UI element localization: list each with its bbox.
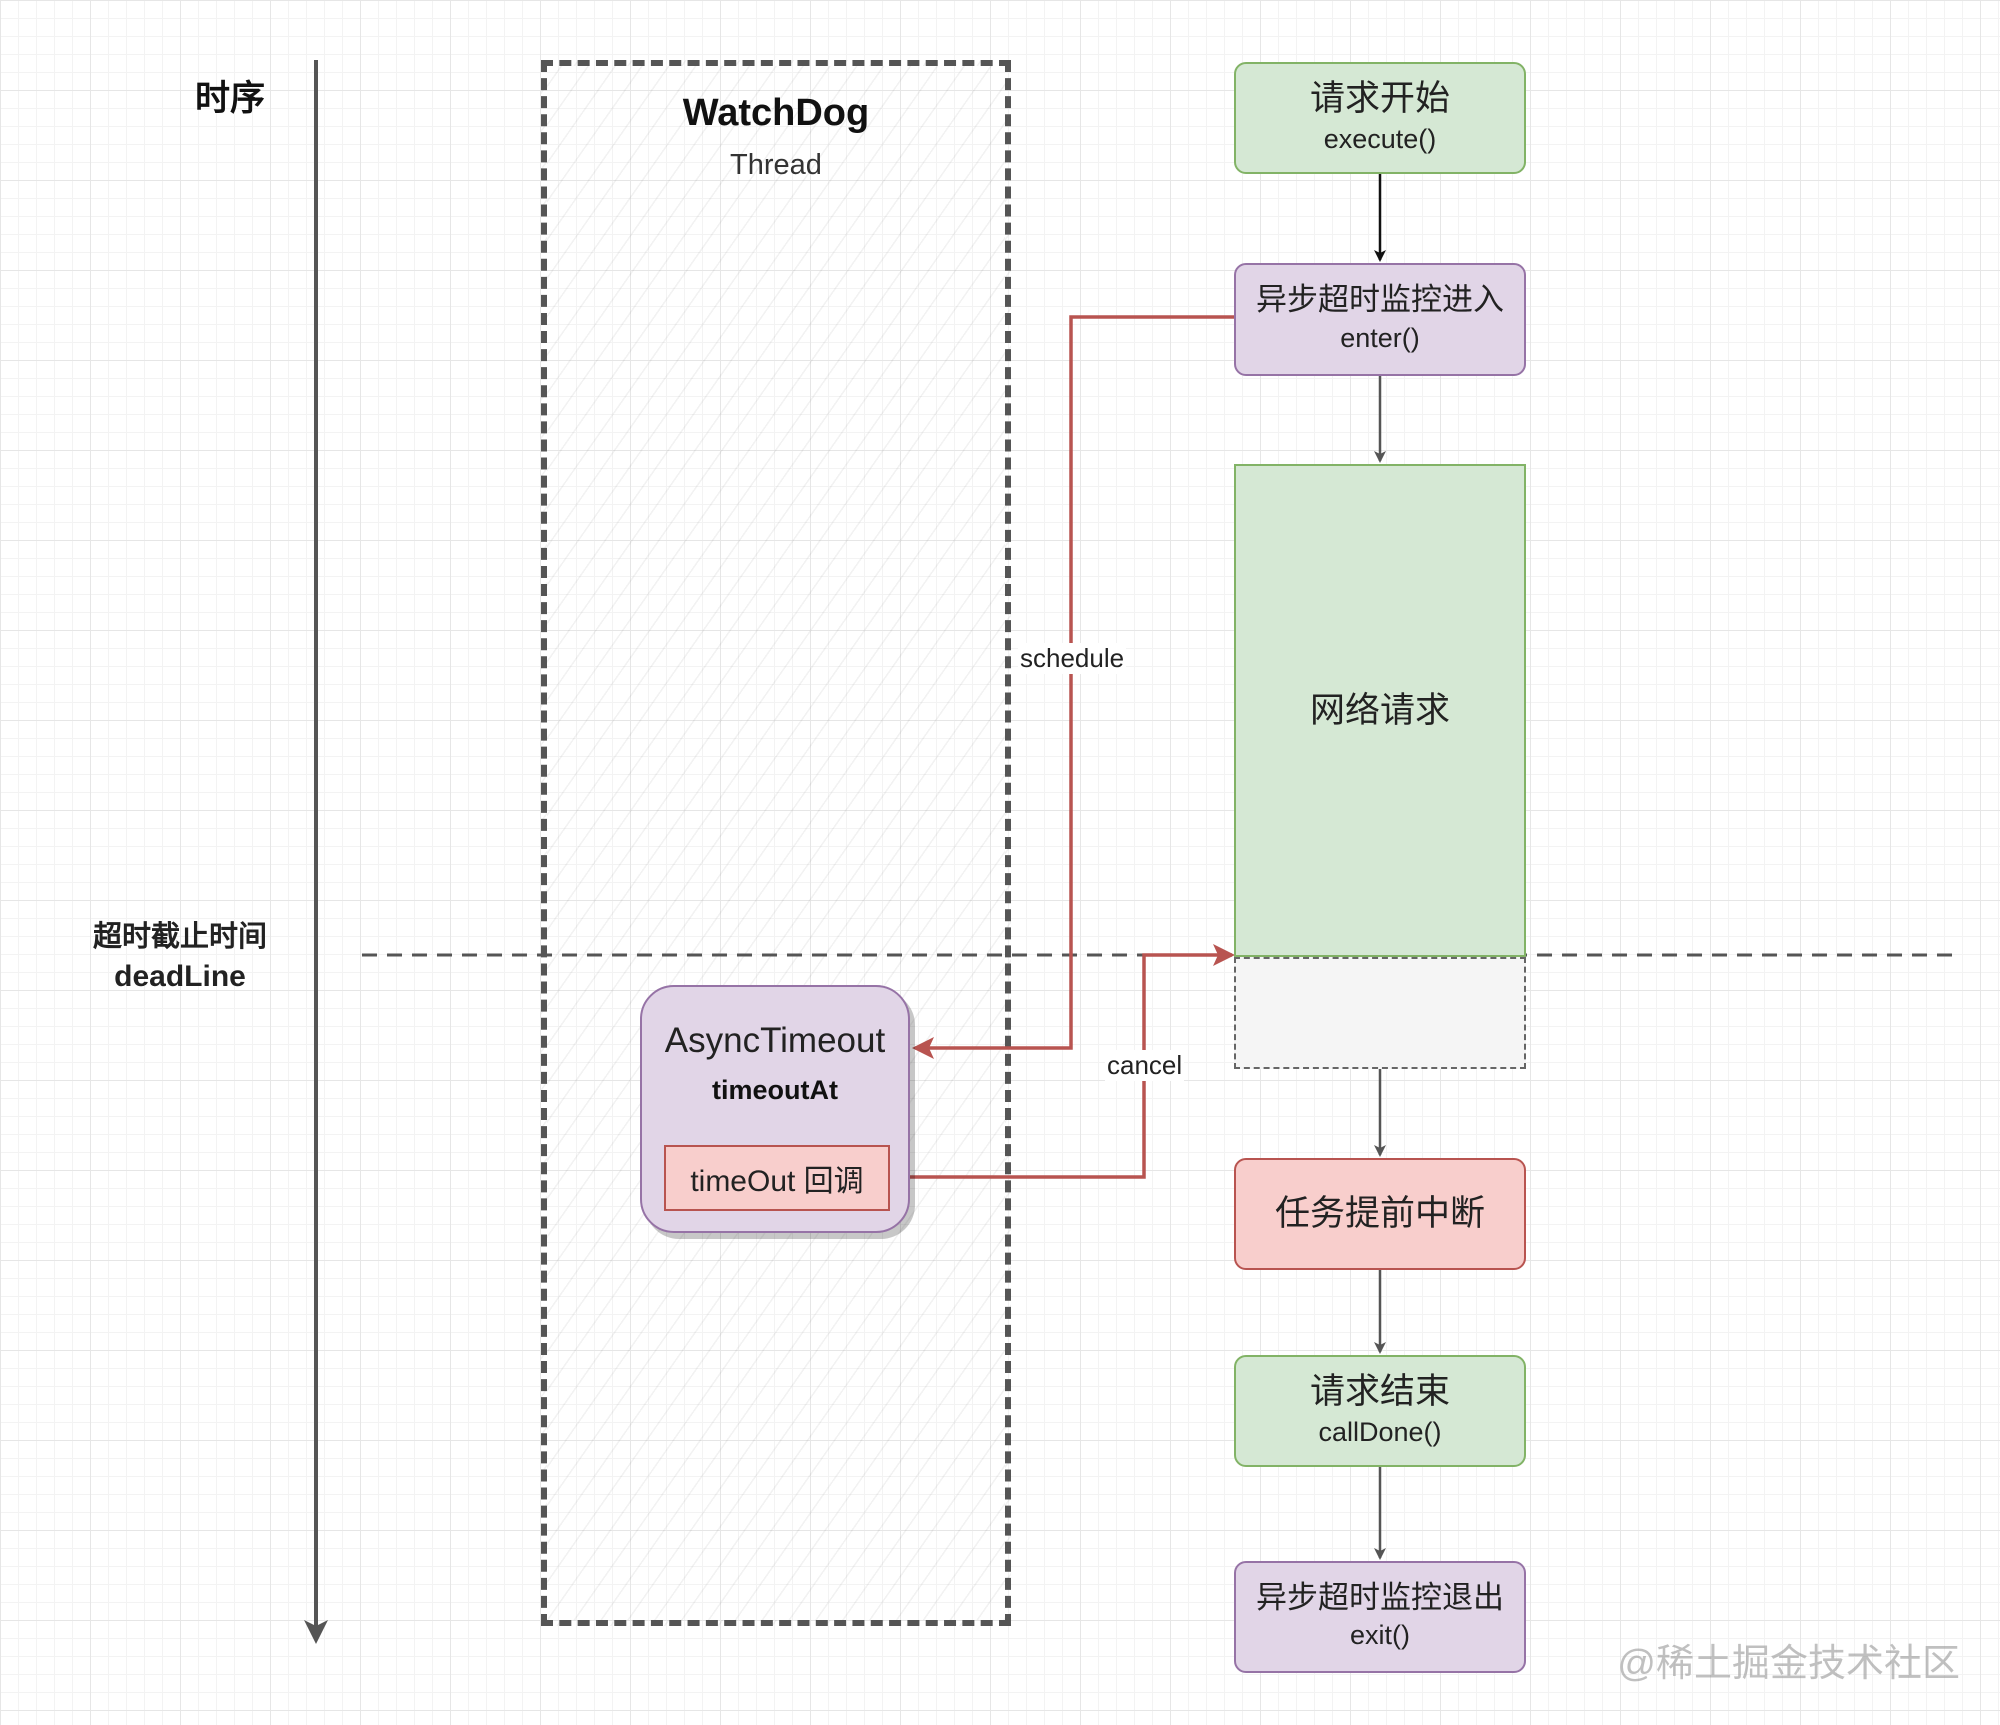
network-request-node: 网络请求 (1234, 464, 1526, 957)
timeline-label: 时序 (194, 79, 265, 118)
watchdog-subtitle: Thread (730, 149, 822, 181)
timeout-enter-title: 异步超时监控进入 (1256, 282, 1504, 318)
task-interrupt-node: 任务提前中断 (1234, 1158, 1526, 1270)
timeout-callback-box: timeOut 回调 (664, 1145, 890, 1211)
watchdog-title: WatchDog (682, 92, 870, 134)
async-timeout-node: AsyncTimeout timeoutAt timeOut 回调 (640, 985, 910, 1233)
cancel-label: cancel (1105, 1050, 1185, 1081)
request-start-call: execute() (1323, 123, 1437, 154)
watermark: @稀土掘金技术社区 (1617, 1643, 1960, 1685)
task-interrupt-title: 任务提前中断 (1274, 1194, 1485, 1234)
timeout-overflow-box (1234, 957, 1526, 1069)
timeout-callback-label: timeOut 回调 (690, 1165, 864, 1198)
request-end-node: 请求结束 callDone() (1234, 1355, 1526, 1467)
deadline-label-en: deadLine (114, 960, 246, 993)
timeout-exit-node: 异步超时监控退出 exit() (1234, 1561, 1526, 1673)
schedule-edge (912, 315, 1234, 1059)
async-timeout-field: timeoutAt (712, 1075, 838, 1105)
deadline-label-cn: 超时截止时间 (92, 921, 267, 953)
timeout-enter-call: enter() (1340, 322, 1420, 353)
schedule-label: schedule (1018, 643, 1127, 674)
timeout-exit-call: exit() (1350, 1620, 1410, 1651)
request-end-call: callDone() (1318, 1416, 1442, 1447)
timeout-exit-title: 异步超时监控退出 (1256, 1579, 1504, 1615)
async-timeout-title: AsyncTimeout (664, 1021, 886, 1060)
request-end-title: 请求结束 (1309, 1372, 1450, 1412)
network-request-title: 网络请求 (1309, 690, 1450, 730)
timeout-enter-node: 异步超时监控进入 enter() (1234, 263, 1526, 376)
request-start-title: 请求开始 (1309, 79, 1450, 119)
watchdog-thread-container (541, 60, 1011, 1626)
request-start-node: 请求开始 execute() (1234, 62, 1526, 174)
